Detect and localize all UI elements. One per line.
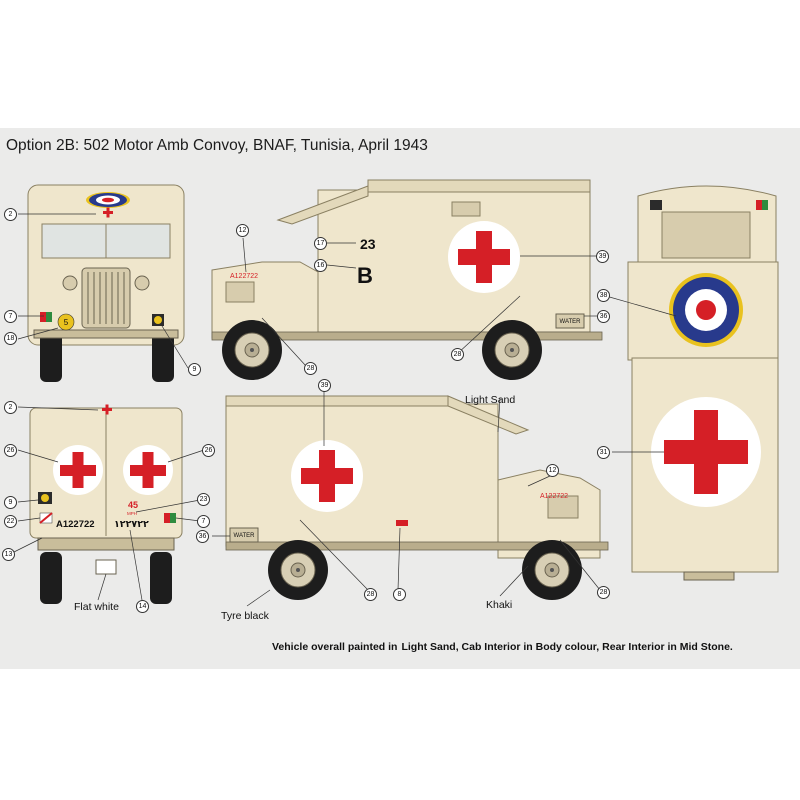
callout-side-left-39: 39 bbox=[318, 379, 331, 392]
label-tyre-black: Tyre black bbox=[221, 610, 269, 622]
callout-top-31: 31 bbox=[597, 446, 610, 459]
callout-side-right-28b: 28 bbox=[451, 348, 464, 361]
callout-front-18: 18 bbox=[4, 332, 17, 345]
paint-footnote-lead: Vehicle overall painted in bbox=[272, 641, 398, 653]
callout-rear-23: 23 bbox=[197, 493, 210, 506]
callout-side-right-16: 16 bbox=[314, 259, 327, 272]
paint-footnote-text: Light Sand, Cab Interior in Body colour,… bbox=[401, 641, 733, 653]
callout-rear-9: 9 bbox=[4, 496, 17, 509]
callout-rear-26a: 26 bbox=[4, 444, 17, 457]
callout-front-2: 2 bbox=[4, 208, 17, 221]
callout-side-right-28a: 28 bbox=[304, 362, 317, 375]
rear-view: 45 MPH A122722 ١٢٢٧٢٢ bbox=[29, 404, 183, 604]
reg-number-rear: A122722 bbox=[56, 519, 95, 530]
label-khaki: Khaki bbox=[486, 599, 513, 611]
speed-unit: MPH bbox=[127, 511, 137, 516]
callout-front-7: 7 bbox=[4, 310, 17, 323]
callout-side-left-12: 12 bbox=[546, 464, 559, 477]
callout-rear-14: 14 bbox=[136, 600, 149, 613]
callout-side-left-36: 36 bbox=[196, 530, 209, 543]
callout-side-left-28b: 28 bbox=[597, 586, 610, 599]
water-stencil-left: WATER bbox=[234, 533, 256, 539]
reg-number-side-left: A122722 bbox=[540, 493, 568, 500]
side-number: 23 bbox=[360, 236, 376, 252]
callout-side-right-36: 36 bbox=[597, 310, 610, 323]
callout-rear-7: 7 bbox=[197, 515, 210, 528]
callout-side-right-38: 38 bbox=[597, 289, 610, 302]
front-view: 5 bbox=[27, 184, 185, 382]
unit-sign-front: 5 bbox=[64, 318, 69, 327]
callout-rear-2: 2 bbox=[4, 401, 17, 414]
callout-rear-26b: 26 bbox=[202, 444, 215, 457]
callout-rear-22: 22 bbox=[4, 515, 17, 528]
callout-side-left-28a: 28 bbox=[364, 588, 377, 601]
water-stencil-right: WATER bbox=[560, 319, 582, 325]
callout-side-right-39: 39 bbox=[596, 250, 609, 263]
callout-side-right-12: 12 bbox=[236, 224, 249, 237]
callout-side-right-17: 17 bbox=[314, 237, 327, 250]
reg-number-rear-arabic: ١٢٢٧٢٢ bbox=[114, 519, 149, 530]
side-view-right: 23 B A122722 WATER bbox=[211, 179, 603, 381]
label-flat-white: Flat white bbox=[74, 601, 119, 613]
leader-lines bbox=[13, 213, 677, 607]
top-view bbox=[627, 185, 779, 581]
page-title: Option 2B: 502 Motor Amb Convoy, BNAF, T… bbox=[6, 137, 428, 154]
callout-rear-13: 13 bbox=[2, 548, 15, 561]
side-letter: B bbox=[357, 263, 373, 288]
side-view-left: A122722 WATER bbox=[225, 395, 609, 601]
label-light-sand: Light Sand bbox=[465, 394, 516, 406]
reg-number-side-right: A122722 bbox=[230, 273, 258, 280]
callout-side-left-8: 8 bbox=[393, 588, 406, 601]
callout-front-9: 9 bbox=[188, 363, 201, 376]
speed-limit: 45 bbox=[128, 500, 138, 510]
